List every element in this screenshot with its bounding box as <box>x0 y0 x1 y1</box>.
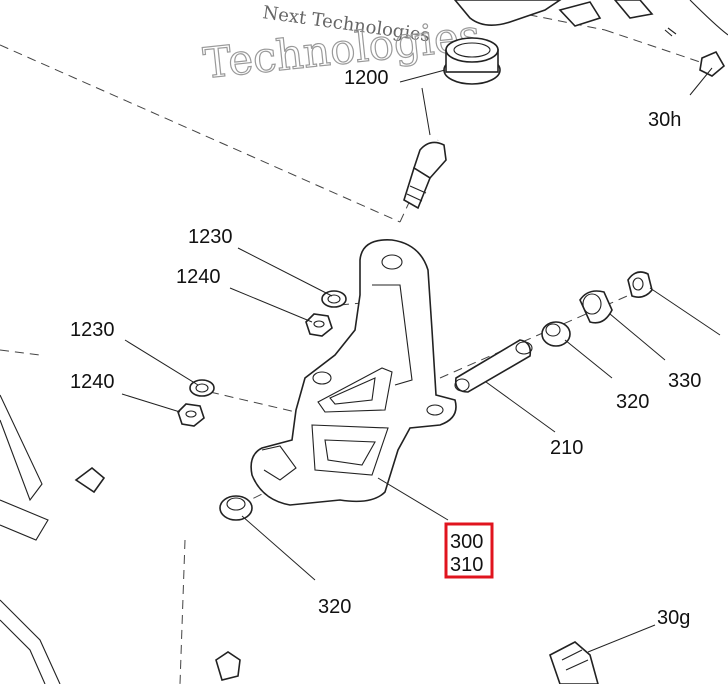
callout-320-lower: 320 <box>318 596 351 618</box>
pin-part <box>403 141 447 210</box>
knuckle-bracket <box>250 239 457 506</box>
callout-1240-lower: 1240 <box>70 371 115 393</box>
callout-1200: 1200 <box>344 67 389 89</box>
callout-1230-upper: 1230 <box>188 226 233 248</box>
callout-1230-lower: 1230 <box>70 319 115 341</box>
bushing-lower <box>219 495 253 521</box>
cap-part <box>443 37 501 85</box>
part-30g <box>549 641 599 684</box>
callout-30h: 30h <box>648 109 681 131</box>
callout-30g: 30g <box>657 607 690 629</box>
callout-1240-upper: 1240 <box>176 266 221 288</box>
callout-310: 310 <box>450 554 483 576</box>
bushings-right <box>541 271 653 347</box>
highlight-box <box>444 522 494 579</box>
callout-210: 210 <box>550 437 583 459</box>
callout-labels: 1200 30h 1230 1240 1230 1240 330 320 210… <box>70 67 701 629</box>
leader-lines <box>121 67 721 653</box>
callout-300: 300 <box>450 531 483 553</box>
callout-320-upper: 320 <box>616 391 649 413</box>
washers-nuts-left <box>177 290 347 427</box>
frame-left <box>0 394 241 684</box>
sleeve-part <box>454 339 533 393</box>
callout-330: 330 <box>668 370 701 392</box>
upper-arm-assembly <box>453 0 728 77</box>
